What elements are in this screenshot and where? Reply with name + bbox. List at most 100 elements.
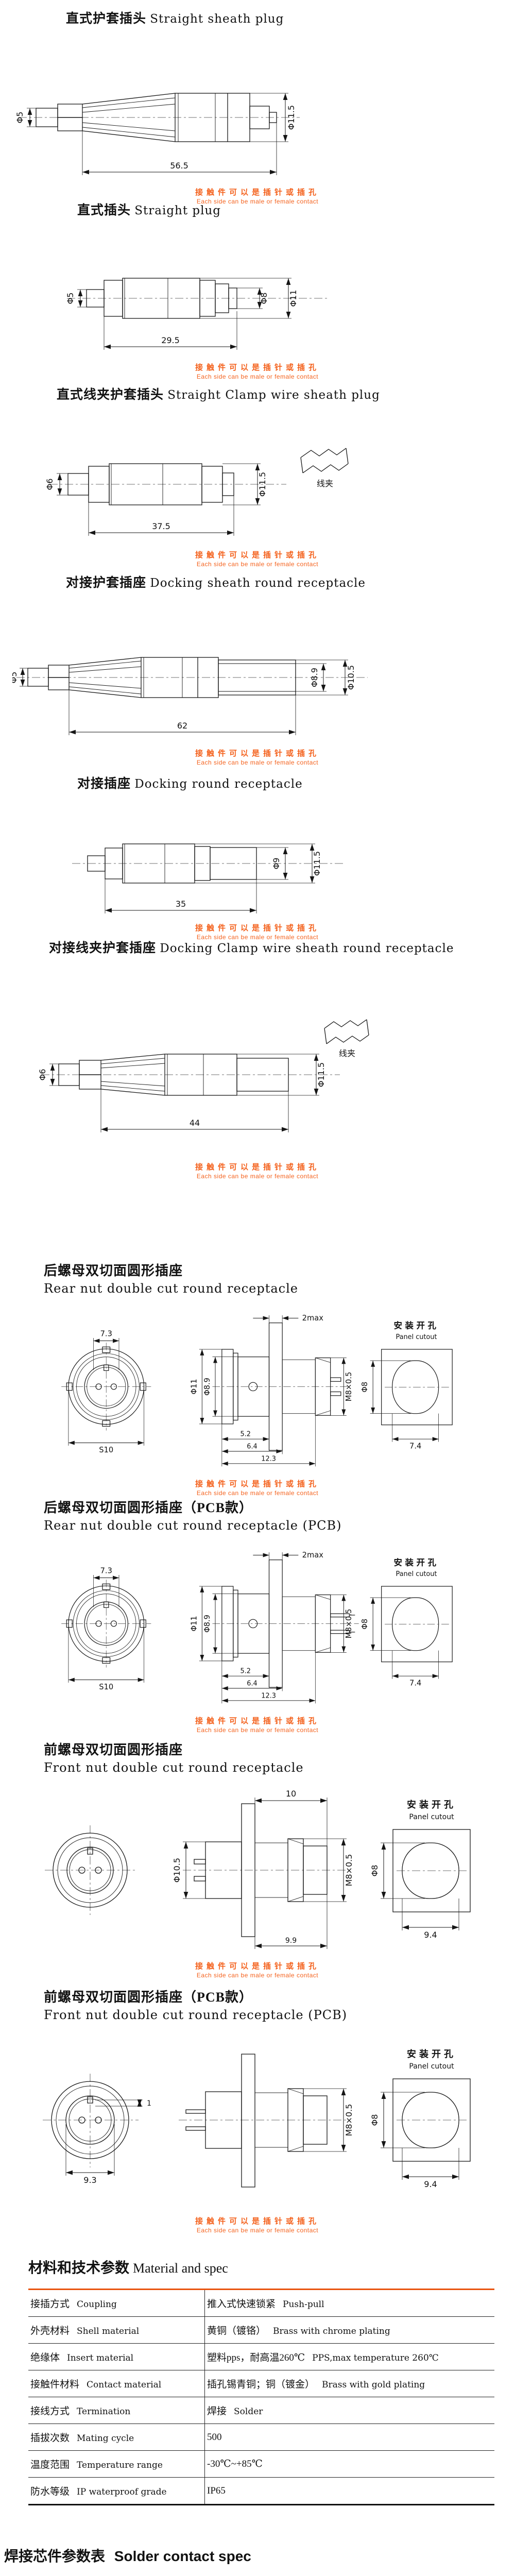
- dim-cutout-dia: Φ8: [360, 1382, 369, 1393]
- section-title-cn: 后螺母双切面圆形插座: [44, 1263, 183, 1278]
- row-value: -30℃~+85℃: [204, 2450, 494, 2478]
- contact-note-en: Each side can be male or female contact: [196, 1972, 319, 1979]
- panel-cutout-label-en: Panel cutout: [396, 1570, 437, 1578]
- wire-clamp-icon: [324, 1019, 369, 1044]
- contact-note-en: Each side can be male or female contact: [196, 198, 319, 205]
- contact-note-en: Each side can be male or female contact: [196, 1173, 319, 1180]
- technical-drawing: Φ6 Φ11.5 44 线夹: [21, 1003, 515, 1147]
- contact-note-cn: 接触件可以是插针或插孔: [195, 2217, 320, 2226]
- contact-note: 接触件可以是插针或插孔 Each side can be male or fem…: [0, 748, 515, 766]
- section-front-nut-receptacle-pcb: 前螺母双切面圆形插座（PCB款） Front nut double cut ro…: [0, 1984, 515, 2241]
- section-title-en: Front nut double cut round receptacle (P…: [44, 2008, 348, 2022]
- technical-drawing: 7.3 S10: [13, 1541, 515, 1711]
- section-title-en: Docking sheath round receptacle: [150, 577, 366, 590]
- dim-panel: 2max: [302, 1551, 324, 1560]
- contact-note-cn: 接触件可以是插针或插孔: [195, 1163, 320, 1172]
- contact-note: 接触件可以是插针或插孔 Each side can be male or fem…: [0, 1161, 515, 1180]
- dim-length: 29.5: [161, 335, 180, 345]
- dim-body: Φ11.5: [312, 851, 322, 876]
- section-title: 对接插座 Docking round receptacle: [77, 773, 515, 792]
- dim-thread: M8×0.5: [344, 1854, 354, 1887]
- dim-front-width: 9.3: [83, 2175, 96, 2185]
- dim-thread: M8×0.5: [345, 1609, 353, 1639]
- dim-front-width: 7.3: [100, 1566, 112, 1575]
- dim-body: Φ11.5: [316, 1062, 326, 1087]
- dim-inner: Φ9: [271, 858, 281, 870]
- panel-cutout-label-cn: 安装开孔: [407, 2048, 456, 2059]
- panel-cutout-label-en: Panel cutout: [409, 2062, 454, 2071]
- section-title-cn: 直式护套插头: [66, 12, 147, 26]
- section-rear-nut-receptacle-pcb: 后螺母双切面圆形插座（PCB款） Rear nut double cut rou…: [0, 1494, 515, 1736]
- dim-cable: Φ6: [38, 1069, 47, 1081]
- dim-cutout-width: 7.4: [409, 1679, 421, 1688]
- technical-drawing: 10 Φ10.5 M8×0.5 9.9 安装开孔 Panel cutout: [13, 1785, 515, 1955]
- drawing-docking-sheath-receptacle: Φ5 Φ8.9 Φ10.5 62: [12, 657, 368, 735]
- contact-note-cn: 接触件可以是插针或插孔: [195, 1480, 320, 1488]
- dim-panel: 2max: [302, 1314, 324, 1323]
- section-straight-plug: 直式插头 Straight plug Φ5 Φ8 Φ1: [0, 196, 515, 381]
- section-docking-clamp-receptacle: 对接线夹护套插座 Docking Clamp wire sheath round…: [0, 933, 515, 1257]
- dim-length: 62: [177, 721, 187, 731]
- contact-note-cn: 接触件可以是插针或插孔: [195, 1962, 320, 1971]
- panel-cutout-view: 安装开孔 Panel cutout Φ8 7.4: [360, 1557, 453, 1688]
- row-value: IP65: [204, 2477, 494, 2505]
- contact-note-cn: 接触件可以是插针或插孔: [195, 924, 320, 933]
- side-view: Φ11 Φ8.9 2max M8×0.5 5.2 6.4: [190, 1314, 353, 1467]
- section-title: 对接线夹护套插座 Docking Clamp wire sheath round…: [49, 938, 515, 956]
- dim-inner: Φ8.9: [310, 668, 319, 687]
- contact-note-en: Each side can be male or female contact: [196, 373, 319, 380]
- dim-l1: 5.2: [240, 1431, 250, 1438]
- technical-drawing: Φ5 Φ11.5 56.5: [15, 40, 515, 183]
- dim-front-key: 1: [147, 2099, 151, 2108]
- dim-l3: 12.3: [261, 1692, 276, 1700]
- panel-cutout-label-cn: 安装开孔: [394, 1557, 439, 1568]
- section-title-cn: 前螺母双切面圆形插座（PCB款）: [44, 1990, 253, 2005]
- drawing-straight-plug: Φ5 Φ8 Φ11 29.5: [65, 278, 330, 350]
- panel-cutout-view: 安装开孔 Panel cutout Φ8 7.4: [360, 1320, 453, 1451]
- section-solder-spec: 焊接芯件参数表 Solder contact spec 芯数 Number of…: [0, 2535, 515, 2576]
- dim-nose: Φ8: [259, 293, 269, 304]
- side-view: 10 Φ10.5 M8×0.5 9.9: [172, 1789, 354, 1949]
- technical-drawing: 7.3 S10: [13, 1304, 515, 1474]
- section-title-en: Straight sheath plug: [150, 12, 284, 26]
- solder-title-en: Solder contact spec: [114, 2548, 251, 2564]
- contact-note: 接触件可以是插针或插孔 Each side can be male or fem…: [0, 1960, 515, 1979]
- dim-front-flats: S10: [99, 1446, 113, 1454]
- section-title: 后螺母双切面圆形插座（PCB款） Rear nut double cut rou…: [44, 1497, 515, 1533]
- section-title-cn: 对接线夹护套插座: [49, 941, 157, 955]
- contact-note-cn: 接触件可以是插针或插孔: [195, 749, 320, 758]
- drawing-front-nut-receptacle: 10 Φ10.5 M8×0.5 9.9 安装开孔 Panel cutout: [45, 1789, 471, 1949]
- contact-note: 接触件可以是插针或插孔 Each side can be male or fem…: [0, 187, 515, 205]
- section-title-cn: 对接护套插座: [66, 576, 147, 590]
- dim-cable: Φ5: [12, 672, 19, 684]
- dim-cutout-dia: Φ8: [370, 1865, 380, 1877]
- section-title: 直式插头 Straight plug: [77, 200, 515, 218]
- section-rear-nut-receptacle: 后螺母双切面圆形插座 Rear nut double cut round rec…: [0, 1257, 515, 1497]
- wire-clamp-label: 线夹: [339, 1048, 355, 1058]
- section-straight-sheath-plug: 直式护套插头 Straight sheath plug Φ5: [0, 0, 515, 205]
- dim-flange: Φ11: [190, 1379, 198, 1394]
- dim-length: 35: [176, 899, 186, 909]
- panel-cutout-label-cn: 安装开孔: [407, 1799, 456, 1810]
- dim-thread: M8×0.5: [344, 2104, 354, 2137]
- technical-drawing: Φ9 Φ11.5 35: [26, 804, 515, 920]
- dim-outer: Φ10.5: [346, 665, 356, 690]
- contact-note-en: Each side can be male or female contact: [196, 759, 319, 766]
- dim-l3: 12.3: [261, 1455, 276, 1463]
- wire-clamp-label: 线夹: [317, 479, 333, 488]
- material-title-cn: 材料和技术参数: [28, 2260, 130, 2276]
- dim-cutout-dia: Φ8: [360, 1619, 369, 1630]
- drawing-front-nut-receptacle-pcb: 1 9.3 M8×0.5: [43, 2048, 471, 2189]
- technical-drawing: Φ5 Φ8 Φ11 29.5: [21, 234, 515, 358]
- section-title: 对接护套插座 Docking sheath round receptacle: [66, 572, 515, 591]
